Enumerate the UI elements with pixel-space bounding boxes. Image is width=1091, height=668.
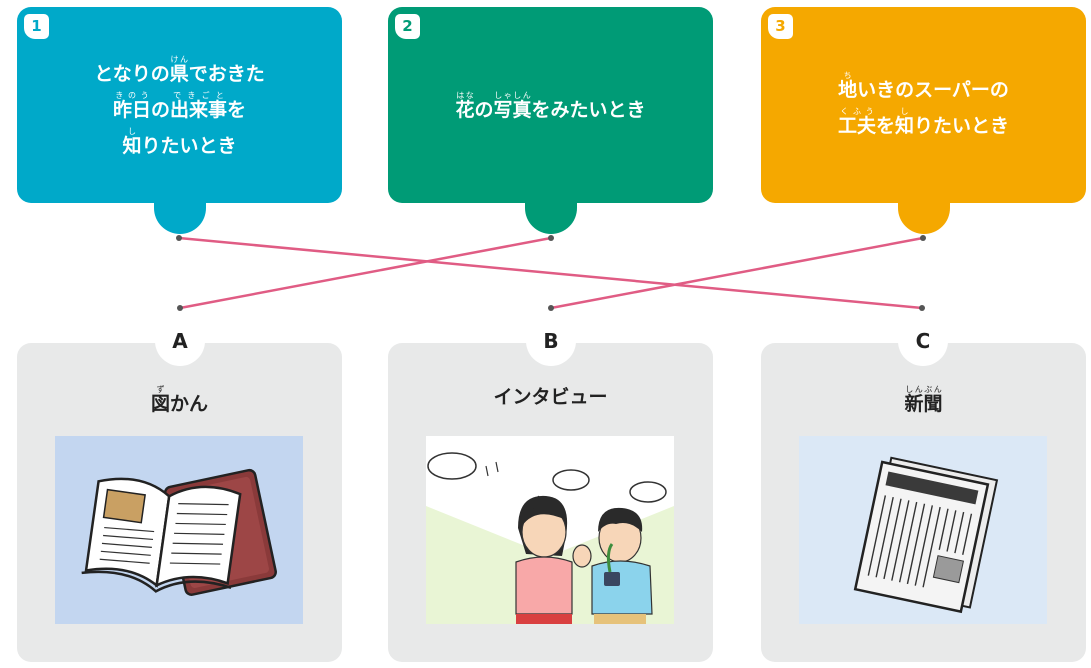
answer-card-a: 図ずかん: [17, 343, 342, 662]
connector-dot: [548, 305, 554, 311]
connection-line-1-c: [178, 236, 923, 310]
question-line: 工夫くふうを知しりたいとき: [837, 107, 1010, 137]
connector-tab: [898, 177, 950, 234]
question-text: 地ちいきのスーパーの工夫くふうを知しりたいとき: [761, 71, 1086, 143]
question-number: 2: [395, 14, 420, 39]
question-line: となりの県けんでおきた: [94, 55, 265, 85]
question-number: 3: [768, 14, 793, 39]
connector-tab: [154, 177, 206, 234]
question-number: 1: [24, 14, 49, 39]
answer-card-b: インタビュー: [388, 343, 713, 662]
answer-title: 図ずかん: [150, 385, 209, 415]
connector-tab: [525, 177, 577, 234]
question-card-2: 2 花はなの写真しゃしんをみたいとき: [388, 7, 713, 234]
connector-dot: [920, 235, 926, 241]
question-card-3: 3 地ちいきのスーパーの工夫くふうを知しりたいとき: [761, 7, 1086, 234]
question-line: 知しりたいとき: [122, 127, 237, 157]
question-line: 地ちいきのスーパーの: [838, 71, 1009, 101]
children-interview-image: [426, 436, 674, 624]
question-card-1: 1 となりの県けんでおきた昨日きのうの出来事できごとを知しりたいとき: [17, 7, 342, 234]
encyclopedia-books-image: [55, 436, 303, 624]
question-text: 花はなの写真しゃしんをみたいとき: [388, 91, 713, 127]
folded-newspaper-image: [799, 436, 1047, 624]
answer-title: インタビュー: [493, 386, 608, 408]
connection-line-3-b: [550, 236, 924, 310]
answer-card-c: 新聞しんぶん: [761, 343, 1086, 662]
answer-letter-c: C: [898, 316, 948, 366]
question-line: 花はなの写真しゃしんをみたいとき: [455, 91, 646, 121]
answer-letter-a: A: [155, 316, 205, 366]
connection-line-2-a: [179, 236, 552, 310]
answer-letter-b: B: [526, 316, 576, 366]
connector-dot: [177, 305, 183, 311]
connector-dot: [548, 235, 554, 241]
connector-dot: [919, 305, 925, 311]
answer-title: 新聞しんぶん: [904, 385, 943, 415]
connector-dot: [176, 235, 182, 241]
question-line: 昨日きのうの出来事できごとを: [112, 91, 247, 121]
question-text: となりの県けんでおきた昨日きのうの出来事できごとを知しりたいとき: [17, 55, 342, 163]
